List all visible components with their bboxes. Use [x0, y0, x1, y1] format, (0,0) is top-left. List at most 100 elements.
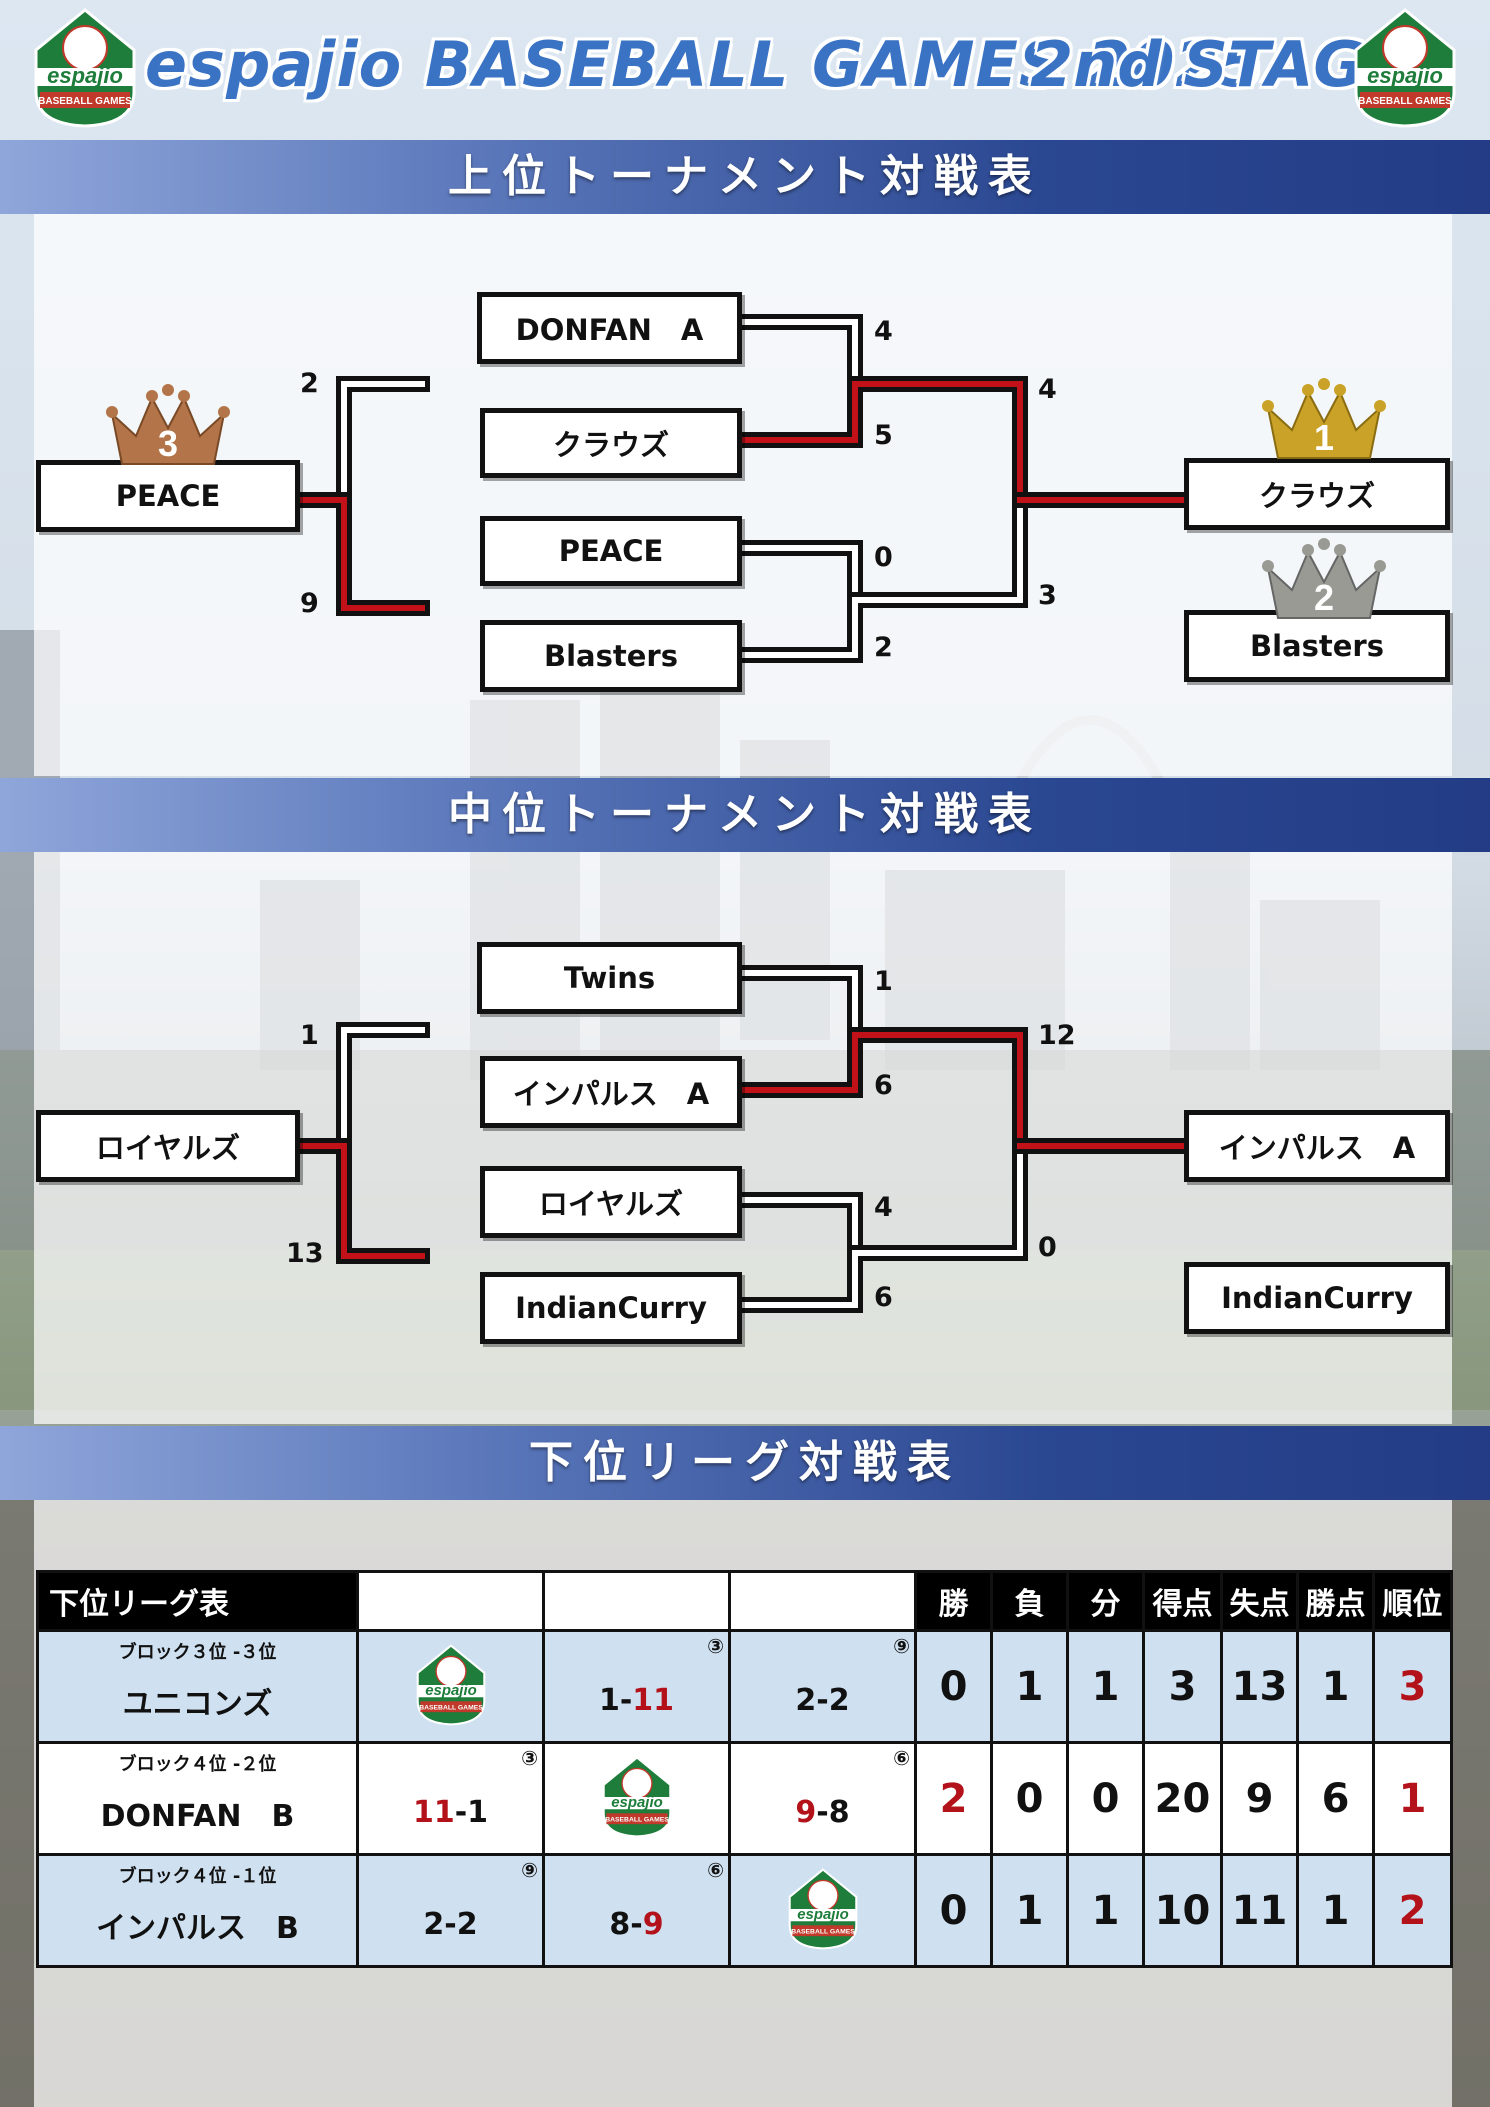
- stage-label: 2nd STAGE: [1030, 28, 1407, 101]
- result-cell: ③ 11-1: [356, 1741, 545, 1856]
- stat-points: 1: [1296, 1853, 1375, 1968]
- league-header-row: 下位リーグ表 勝 負 分 得点 失点 勝点 順位: [36, 1570, 1453, 1632]
- header-rank: 順位: [1372, 1570, 1453, 1632]
- game-number: ③: [707, 1634, 724, 1658]
- svg-text:espajio: espajio: [47, 63, 123, 88]
- game-number: ⑨: [521, 1858, 538, 1882]
- score-impulse-a: 6: [874, 1070, 893, 1101]
- stat-runs-scored: 3: [1142, 1629, 1223, 1744]
- league-row-unicorns: ブロック３位 -３位 ユニコンズ espajio BASEBALL GAMES …: [36, 1629, 1453, 1744]
- header-losses: 負: [990, 1570, 1069, 1632]
- self-cell: espajio BASEBALL GAMES: [728, 1853, 917, 1968]
- team-box-champion: クラウズ: [1184, 458, 1450, 530]
- header-runs-scored: 得点: [1142, 1570, 1223, 1632]
- league-header-blank: [728, 1570, 917, 1632]
- svg-text:espajio: espajio: [797, 1906, 848, 1923]
- stat-rank: 2: [1372, 1853, 1453, 1968]
- svg-text:BASEBALL GAMES: BASEBALL GAMES: [791, 1928, 855, 1935]
- team-box-twins: Twins: [477, 942, 742, 1014]
- team-name: インパルス B: [96, 1910, 299, 1946]
- svg-text:BASEBALL GAMES: BASEBALL GAMES: [1358, 96, 1452, 107]
- team-box-middle-runner: IndianCurry: [1184, 1262, 1450, 1334]
- espajio-logo-cell: espajio BASEBALL GAMES: [416, 1643, 485, 1725]
- team-note: ブロック３位 -３位: [118, 1642, 277, 1663]
- team-box-middle-winner: インパルス A: [1184, 1110, 1450, 1182]
- score-donfan-a: 4: [874, 316, 893, 347]
- team-note: ブロック４位 -２位: [118, 1754, 277, 1775]
- team-cell: ブロック４位 -２位 DONFAN B: [36, 1741, 359, 1856]
- header-wins: 勝: [914, 1570, 993, 1632]
- stat-draws: 1: [1066, 1629, 1145, 1744]
- svg-text:1: 1: [1314, 417, 1334, 458]
- espajio-logo-cell: espajio BASEBALL GAMES: [788, 1867, 857, 1949]
- stat-losses: 0: [990, 1741, 1069, 1856]
- section-header-middle: 中位トーナメント対戦表: [0, 778, 1490, 852]
- stat-draws: 1: [1066, 1853, 1145, 1968]
- stat-wins: 2: [914, 1741, 993, 1856]
- stat-losses: 1: [990, 1853, 1069, 1968]
- league-row-impulse-b: ブロック４位 -１位 インパルス B ⑨ 2-2 ⑥ 8-9 espajio B…: [36, 1853, 1453, 1968]
- team-box-royals-left: ロイヤルズ: [36, 1110, 300, 1182]
- stat-runs-allowed: 9: [1220, 1741, 1299, 1856]
- lower-league-table: 下位リーグ表 勝 負 分 得点 失点 勝点 順位 ブロック３位 -３位 ユニコン…: [36, 1570, 1453, 1968]
- crown-silver-icon: 2: [1262, 538, 1386, 619]
- score-clouds: 5: [874, 420, 893, 451]
- stat-runs-scored: 10: [1142, 1853, 1223, 1968]
- team-box-indiancurry: IndianCurry: [480, 1272, 742, 1344]
- team-cell: ブロック４位 -１位 インパルス B: [36, 1853, 359, 1968]
- league-row-donfan-b: ブロック４位 -２位 DONFAN B ③ 11-1 espajio BASEB…: [36, 1741, 1453, 1856]
- league-title: 下位リーグ表: [36, 1570, 359, 1632]
- team-box-peace-mid: PEACE: [480, 516, 742, 586]
- section-header-upper: 上位トーナメント対戦表: [0, 140, 1490, 214]
- stat-rank: 1: [1372, 1741, 1453, 1856]
- team-note: ブロック４位 -１位: [118, 1866, 277, 1887]
- crown-bronze-icon: 3: [106, 384, 230, 465]
- svg-text:BASEBALL GAMES: BASEBALL GAMES: [419, 1704, 483, 1711]
- team-name: ユニコンズ: [122, 1686, 273, 1722]
- self-cell: espajio BASEBALL GAMES: [542, 1741, 731, 1856]
- score-third-bottom: 9: [300, 588, 319, 619]
- espajio-logo-right: espajio BASEBALL GAMES: [1354, 8, 1456, 128]
- header-draws: 分: [1066, 1570, 1145, 1632]
- team-box-royals-mid: ロイヤルズ: [480, 1166, 742, 1238]
- stat-draws: 0: [1066, 1741, 1145, 1856]
- svg-text:2: 2: [1314, 577, 1334, 618]
- team-box-blasters-mid: Blasters: [480, 620, 742, 692]
- stat-wins: 0: [914, 1853, 993, 1968]
- score-final-bottom: 3: [1038, 580, 1057, 611]
- stat-runs-allowed: 11: [1220, 1853, 1299, 1968]
- result-cell: ⑨ 2-2: [728, 1629, 917, 1744]
- svg-text:espajio: espajio: [425, 1682, 476, 1699]
- score-middle-final-bottom: 0: [1038, 1232, 1057, 1263]
- stat-losses: 1: [990, 1629, 1069, 1744]
- espajio-logo-left: espajio BASEBALL GAMES: [34, 8, 136, 128]
- score-blasters-mid: 2: [874, 632, 893, 663]
- score-twins: 1: [874, 966, 893, 997]
- header-runs-allowed: 失点: [1220, 1570, 1299, 1632]
- game-number: ⑥: [707, 1858, 724, 1882]
- result-cell: ⑨ 2-2: [356, 1853, 545, 1968]
- team-box-peace-third: PEACE: [36, 460, 300, 532]
- score-indiancurry: 6: [874, 1282, 893, 1313]
- score-third-top: 2: [300, 368, 319, 399]
- svg-text:BASEBALL GAMES: BASEBALL GAMES: [605, 1816, 669, 1823]
- game-number: ⑨: [893, 1634, 910, 1658]
- team-cell: ブロック３位 -３位 ユニコンズ: [36, 1629, 359, 1744]
- score-middle-left-top: 1: [300, 1020, 319, 1051]
- league-header-blank: [542, 1570, 731, 1632]
- stat-points: 6: [1296, 1741, 1375, 1856]
- game-number: ⑥: [893, 1746, 910, 1770]
- score-royals-mid: 4: [874, 1192, 893, 1223]
- svg-text:espajio: espajio: [1367, 63, 1443, 88]
- result-cell: ③ 1-11: [542, 1629, 731, 1744]
- svg-text:espajio: espajio: [611, 1794, 662, 1811]
- stat-wins: 0: [914, 1629, 993, 1744]
- header-points: 勝点: [1296, 1570, 1375, 1632]
- self-cell: espajio BASEBALL GAMES: [356, 1629, 545, 1744]
- stat-runs-scored: 20: [1142, 1741, 1223, 1856]
- team-box-clouds: クラウズ: [480, 408, 742, 478]
- result-cell: ⑥ 9-8: [728, 1741, 917, 1856]
- team-box-donfan-a: DONFAN A: [477, 292, 742, 364]
- crown-gold-icon: 1: [1262, 378, 1386, 459]
